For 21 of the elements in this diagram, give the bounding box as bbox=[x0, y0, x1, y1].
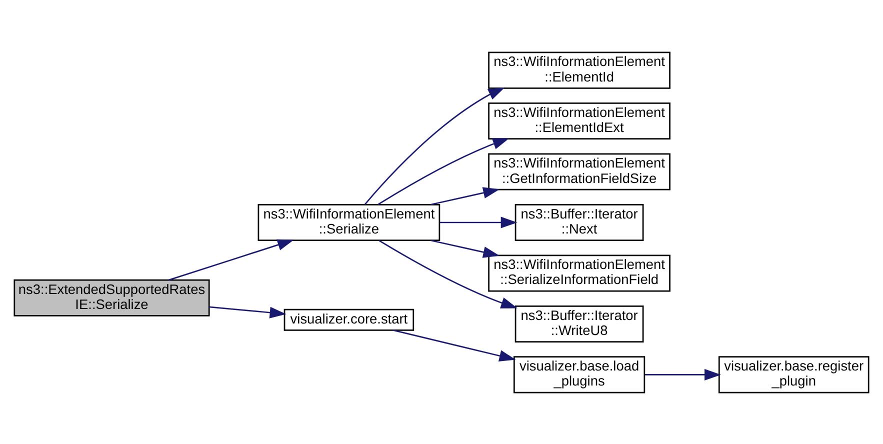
node-box: ns3::WifiInformationElement ::ElementId bbox=[488, 51, 670, 88]
node-box: ns3::WifiInformationElement ::Serialize bbox=[258, 204, 440, 240]
arrow bbox=[644, 368, 721, 380]
node-box: visualizer.core.start bbox=[284, 308, 414, 330]
arrow bbox=[168, 238, 294, 280]
node-box: ns3::WifiInformationElement ::GetInformationFieldSize bbox=[488, 152, 670, 190]
arrow bbox=[209, 306, 286, 318]
arrow bbox=[430, 186, 500, 205]
arrow bbox=[364, 86, 505, 204]
arrow bbox=[440, 216, 518, 228]
node-box: ns3::WifiInformationElement ::ElementIdExt bbox=[488, 102, 670, 140]
node-box: ns3::Buffer::Iterator ::Next bbox=[514, 204, 644, 240]
node-box: visualizer.base.register _plugin bbox=[718, 356, 870, 393]
node-box: ns3::ExtendedSupportedRates IE::Serialize bbox=[14, 278, 210, 316]
arrow bbox=[430, 239, 500, 258]
arrow bbox=[392, 329, 516, 361]
node-box: ns3::WifiInformationElement ::SerializeInformationField bbox=[488, 254, 670, 292]
arrow bbox=[378, 239, 518, 308]
node-box: ns3::Buffer::Iterator ::WriteU8 bbox=[514, 304, 644, 342]
node-box: visualizer.base.load _plugins bbox=[513, 356, 646, 393]
arrow bbox=[378, 138, 510, 205]
